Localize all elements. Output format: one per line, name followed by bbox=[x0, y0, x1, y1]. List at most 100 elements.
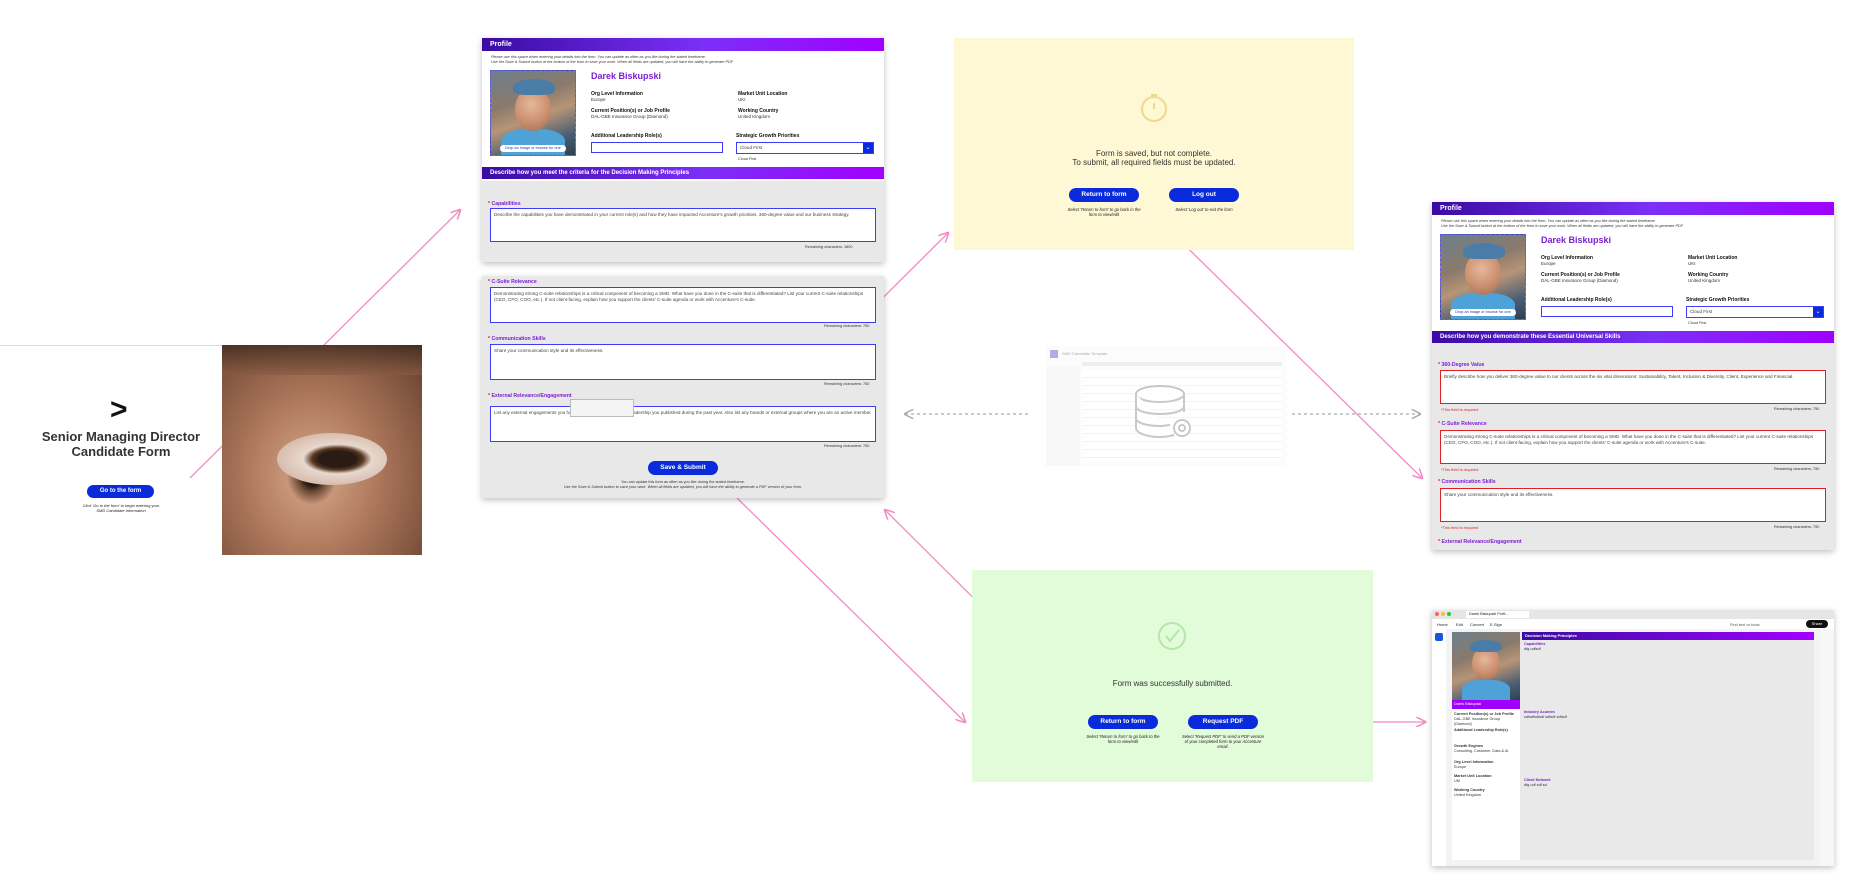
window-titlebar: Darek Biskupski Portf... bbox=[1432, 610, 1834, 619]
arrow-form-to-submitted bbox=[736, 497, 965, 722]
go-to-form-button[interactable]: Go to the form bbox=[87, 485, 154, 498]
external-textarea[interactable]: List any external engagements you have p… bbox=[490, 406, 876, 442]
submitted-return-hint: Select 'Return to form' to go back to th… bbox=[1086, 734, 1160, 744]
chevron-down-icon[interactable]: ⌄ bbox=[863, 143, 873, 153]
csuite-error: *This field is required bbox=[1441, 467, 1479, 472]
select-tool-icon[interactable] bbox=[1435, 633, 1443, 641]
external-remaining: Remaining characters: 750 bbox=[824, 444, 870, 448]
pdf-field-value-2: dfg udf sdf sd bbox=[1524, 783, 1547, 787]
menu-home[interactable]: Home bbox=[1437, 622, 1448, 627]
save-note-1: You can update this form as often as you… bbox=[621, 480, 745, 484]
leadership-input[interactable] bbox=[591, 142, 723, 153]
external-label-2: * External Relevance/Engagement bbox=[1438, 539, 1522, 545]
pdf-side-value-5: United Kingdom bbox=[1454, 793, 1482, 797]
capabilities-textarea[interactable]: Describe the capabilities you have demon… bbox=[490, 208, 876, 242]
leadership-input-2[interactable] bbox=[1541, 306, 1673, 317]
document-tab[interactable]: Darek Biskupski Portf... bbox=[1466, 611, 1529, 618]
country-label-2: Working Country bbox=[1688, 272, 1729, 278]
profile-intro-1: Please use this space when entering your… bbox=[491, 55, 706, 59]
pdf-side-label-5: Working Country bbox=[1454, 788, 1485, 792]
share-button[interactable]: Share bbox=[1806, 620, 1828, 628]
external-label-2-text: External Relevance/Engagement bbox=[1441, 539, 1522, 545]
save-note-2: Use the Save & Submit button to save you… bbox=[563, 485, 803, 489]
accenture-logo: > bbox=[110, 393, 128, 426]
pdf-side-panel: Darek Biskupski Current Position(s) or J… bbox=[1452, 632, 1520, 860]
saved-message-2: To submit, all required fields must be u… bbox=[1072, 158, 1236, 167]
v360-textarea[interactable]: Briefly describe how you deliver 360-deg… bbox=[1440, 370, 1826, 404]
form-panel-validation: Profile Please use this space when enter… bbox=[1432, 202, 1834, 550]
position-value-2: DAL-GBE Insurance Group (Diamond) bbox=[1541, 278, 1618, 283]
market-value: UKI bbox=[738, 97, 746, 102]
market-value-2: UKI bbox=[1688, 261, 1696, 266]
csuite-textarea[interactable]: Demonstrating strong C-suite relationshi… bbox=[490, 287, 876, 323]
photo-drop-hint[interactable]: Drop an image or browse for one bbox=[500, 145, 566, 152]
menu-edit[interactable]: Edit bbox=[1456, 622, 1463, 627]
saved-return-button[interactable]: Return to form bbox=[1069, 188, 1139, 202]
csuite-label-text: C-Suite Relevance bbox=[491, 279, 537, 285]
pdf-name-bar: Darek Biskupski bbox=[1452, 700, 1520, 709]
communication-label: * Communication Skills bbox=[488, 336, 546, 342]
logout-button[interactable]: Log out bbox=[1169, 188, 1239, 202]
growth-select[interactable]: Cloud First ⌄ bbox=[736, 142, 874, 154]
form-panel-skills: * C-Suite Relevance Demonstrating strong… bbox=[482, 276, 884, 498]
v360-label-text: 360-Degree Value bbox=[1441, 362, 1485, 368]
external-label-text: External Relevance/Engagement bbox=[491, 393, 572, 399]
pdf-field-label-2: Client Network bbox=[1524, 778, 1551, 782]
communication-textarea-2[interactable]: Share your communication style and its e… bbox=[1440, 488, 1826, 522]
pdf-field-label-1: Industry Acumen bbox=[1524, 710, 1555, 714]
saved-screen: Form is saved, but not complete. To subm… bbox=[954, 38, 1354, 250]
profile-photo-2[interactable]: Drop an image or browse for one bbox=[1440, 234, 1526, 320]
saved-message-1: Form is saved, but not complete. bbox=[1095, 149, 1213, 158]
growth-label-2: Strategic Growth Priorities bbox=[1686, 297, 1750, 303]
org-value-2: Europe bbox=[1541, 261, 1556, 266]
save-submit-button[interactable]: Save & Submit bbox=[648, 461, 718, 475]
saved-return-hint: Select 'Return to form' to go back in th… bbox=[1067, 207, 1141, 217]
arrow-saved-to-form2 bbox=[1151, 212, 1422, 478]
csuite-label-2: * C-Suite Relevance bbox=[1438, 421, 1487, 427]
request-pdf-button[interactable]: Request PDF bbox=[1188, 715, 1258, 729]
org-label-2: Org Level Information bbox=[1541, 255, 1593, 261]
growth-label: Strategic Growth Priorities bbox=[736, 133, 800, 139]
profile-photo[interactable]: Drop an image or browse for one bbox=[490, 70, 576, 156]
section-header: Describe how you meet the criteria for t… bbox=[482, 167, 884, 179]
communication-label-2-text: Communication Skills bbox=[1441, 479, 1496, 485]
pdf-side-label-1: Additional Leadership Role(s) bbox=[1454, 728, 1508, 732]
communication-textarea[interactable]: Share your communication style and its e… bbox=[490, 344, 876, 380]
growth-select-2[interactable]: Cloud First ⌄ bbox=[1686, 306, 1824, 318]
menu-convert[interactable]: Convert bbox=[1470, 622, 1485, 627]
logout-hint: Select 'Log out' to exit the form bbox=[1175, 207, 1233, 212]
cap-shape bbox=[1463, 243, 1505, 259]
capabilities-remaining: Remaining characters: 1800 bbox=[805, 245, 853, 249]
pdf-right-toolbar bbox=[1820, 629, 1834, 866]
communication-label-2: * Communication Skills bbox=[1438, 479, 1496, 485]
eyebrow bbox=[222, 345, 422, 375]
profile-intro-2-1: Please use this space when entering your… bbox=[1441, 219, 1656, 223]
chevron-down-icon[interactable]: ⌄ bbox=[1813, 307, 1823, 317]
csuite-textarea-2[interactable]: Demonstrating strong C-suite relationshi… bbox=[1440, 430, 1826, 464]
submitted-return-button[interactable]: Return to form bbox=[1088, 715, 1158, 729]
csuite-remaining-2: Remaining characters: 750 bbox=[1774, 467, 1820, 471]
window-minimize-button[interactable] bbox=[1441, 612, 1445, 616]
csuite-remaining: Remaining characters: 750 bbox=[824, 324, 870, 328]
db-sidebar bbox=[1046, 366, 1080, 466]
window-maximize-button[interactable] bbox=[1447, 612, 1451, 616]
menu-esign[interactable]: E-Sign bbox=[1490, 622, 1503, 627]
pdf-side-value-4: UKI bbox=[1454, 779, 1461, 783]
request-pdf-hint: Select 'Request PDF' to send a PDF versi… bbox=[1181, 734, 1265, 749]
timer-icon bbox=[1141, 94, 1167, 122]
photo-drop-hint-2[interactable]: Drop an image or browse for one bbox=[1450, 309, 1516, 316]
submitted-screen: Form was successfully submitted. Return … bbox=[972, 570, 1373, 782]
db-toolbar bbox=[1082, 362, 1282, 366]
window-close-button[interactable] bbox=[1435, 612, 1439, 616]
db-title: SMD Candidate Template bbox=[1062, 351, 1108, 356]
find-tools[interactable]: Find text or tools bbox=[1730, 622, 1760, 627]
db-app-icon bbox=[1050, 350, 1058, 358]
org-value: Europe bbox=[591, 97, 606, 102]
landing-hint: Click 'Go to the form' to begin entering… bbox=[82, 503, 160, 513]
pdf-menubar: Home Edit Convert E-Sign Find text or to… bbox=[1432, 619, 1834, 629]
